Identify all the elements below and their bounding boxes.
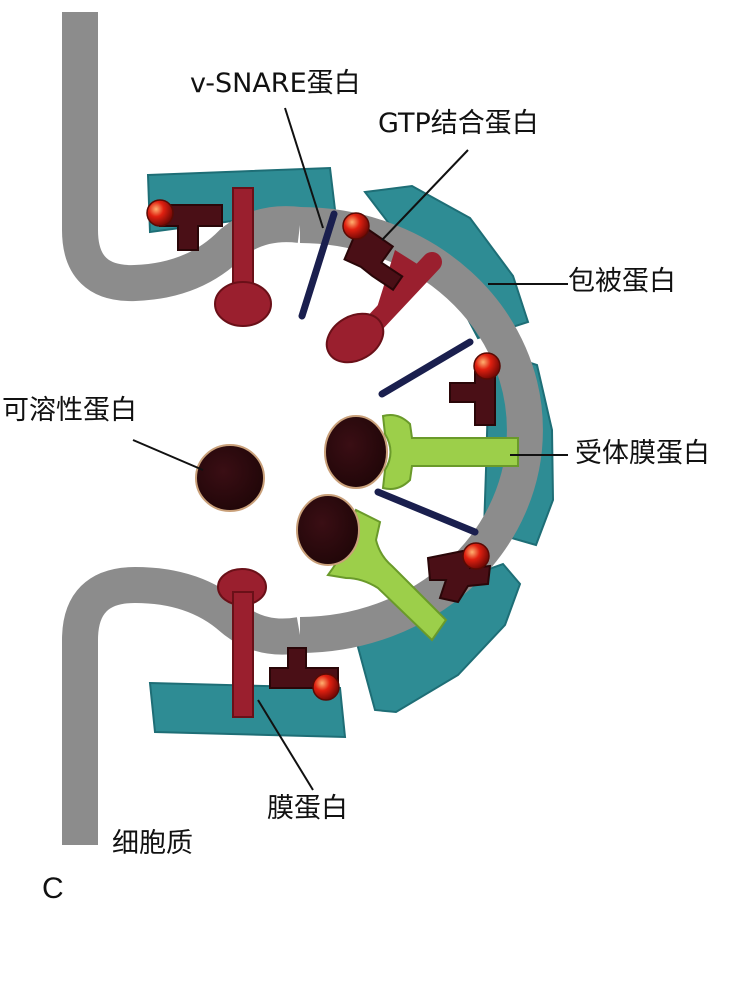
membrane-lower-stalk [62, 567, 304, 845]
v-snare-rod [374, 488, 479, 536]
soluble-protein [195, 444, 265, 512]
leader-line-gtp [381, 149, 469, 241]
gtp-binding-protein [449, 371, 496, 426]
label-membrane-protein: 膜蛋白 [267, 793, 348, 824]
v-snare-rod [378, 338, 474, 398]
label-receptor-protein: 受体膜蛋白 [575, 438, 710, 469]
panel-letter: C [42, 872, 64, 905]
membrane-protein [217, 568, 267, 718]
gtp-binding-protein [343, 222, 404, 292]
label-soluble-protein: 可溶性蛋白 [2, 395, 137, 426]
receptor-protein [381, 414, 519, 490]
label-cytoplasm: 细胞质 [112, 828, 193, 859]
leader-lines [132, 107, 568, 791]
gtp-molecule [342, 212, 370, 240]
soluble-protein [324, 415, 388, 489]
leader-line-v-snare [284, 107, 324, 229]
label-coat-protein: 包被蛋白 [568, 266, 676, 297]
soluble-protein [296, 494, 360, 566]
membrane-protein [325, 250, 442, 364]
soluble-proteins [195, 415, 388, 566]
gtp-molecule [473, 352, 501, 380]
membrane-upper-stalk [62, 12, 303, 302]
gtp-molecules [146, 199, 501, 701]
membrane-protein [214, 187, 272, 327]
gtp-molecule [146, 199, 174, 227]
label-v-snare: v-SNARE蛋白 [190, 68, 361, 99]
v-snare-proteins [298, 210, 479, 536]
gtp-molecule [462, 542, 490, 570]
v-snare-rod [298, 210, 338, 320]
leader-line-soluble [132, 439, 204, 471]
leader-line-membrane [257, 699, 314, 791]
membrane-proteins [214, 187, 442, 718]
label-gtp-binding: GTP结合蛋白 [378, 108, 539, 139]
gtp-binding-protein [159, 204, 223, 251]
gtp-molecule [312, 673, 340, 701]
